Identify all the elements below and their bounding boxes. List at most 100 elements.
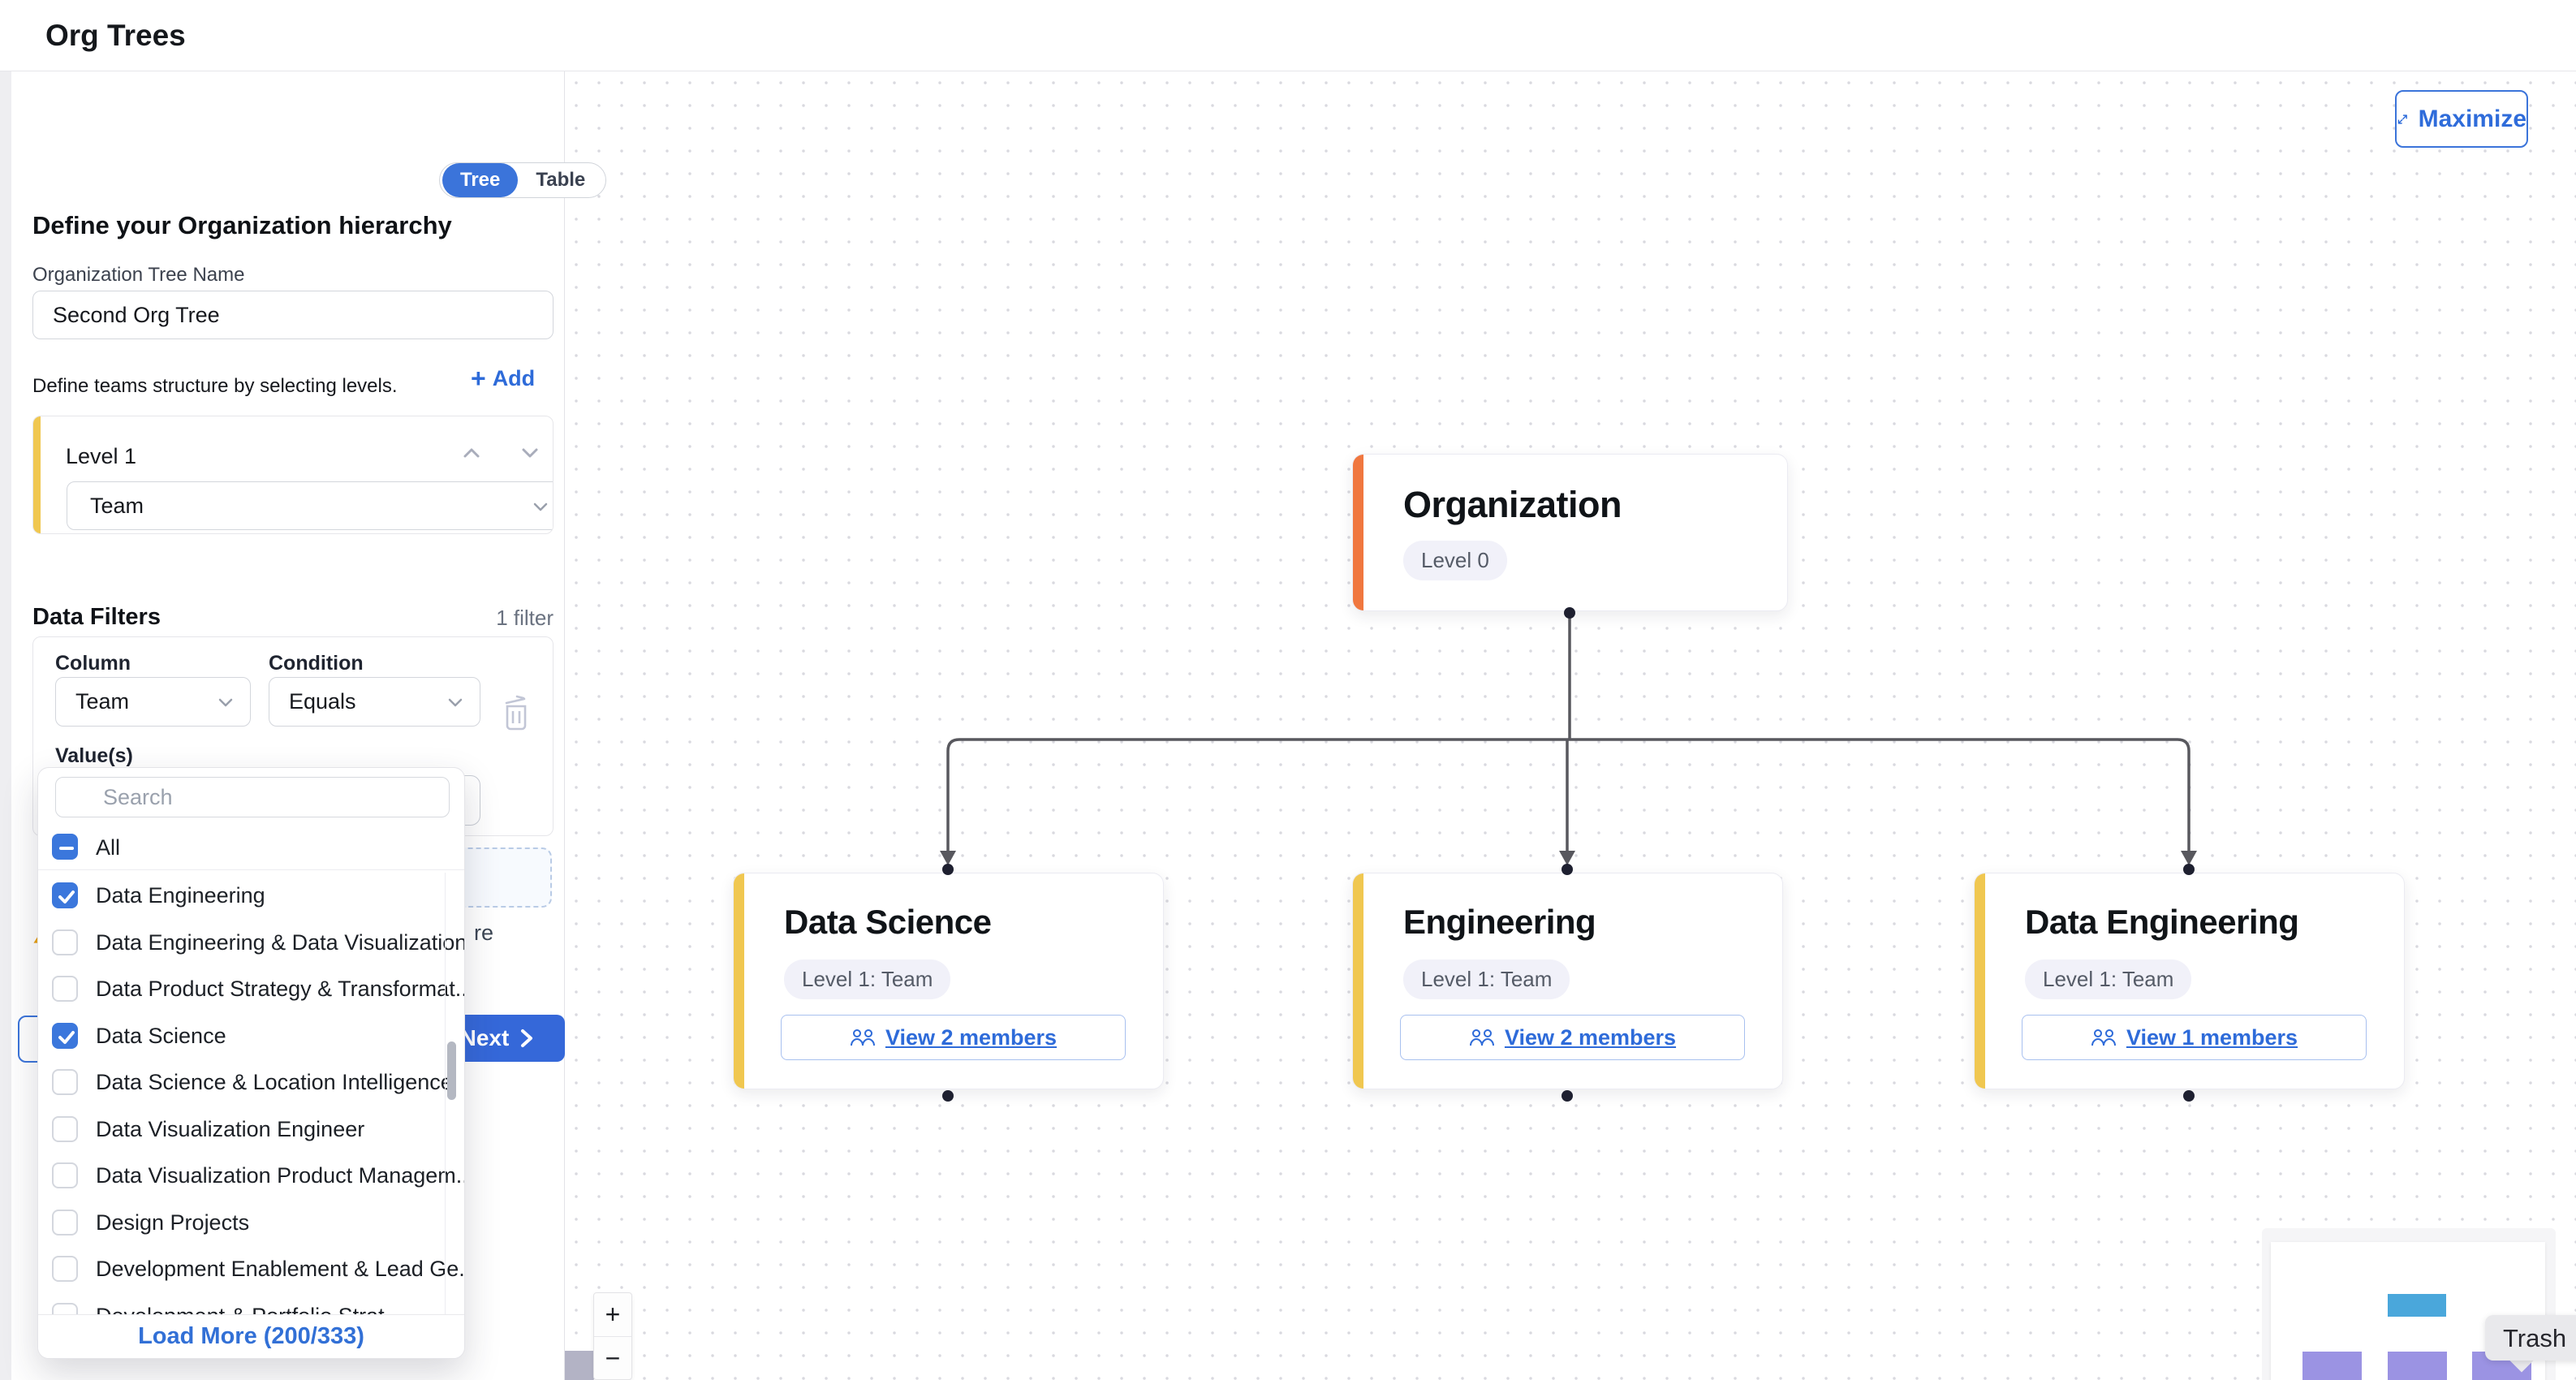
next-label: Next (459, 1025, 510, 1050)
data-filters-header: Data Filters 1 filter (32, 604, 554, 631)
list-item[interactable]: Data Engineering (38, 873, 464, 920)
members-icon (1469, 1029, 1494, 1046)
checkbox[interactable] (52, 1256, 78, 1282)
node-title: Organization (1403, 484, 1622, 525)
search-input[interactable] (55, 777, 450, 817)
checkbox[interactable] (52, 1162, 78, 1188)
view-members-label: View 2 members (1504, 1024, 1677, 1050)
chevron-down-icon (216, 692, 235, 716)
node-title: Data Engineering (2025, 903, 2299, 941)
options-list: Data Engineering Data Engineering & Data… (38, 873, 464, 1316)
node-level-badge: Level 1: Team (1403, 960, 1570, 999)
trash-tooltip: Trash (2485, 1315, 2576, 1361)
filter-count-badge: 1 filter (496, 606, 554, 630)
page-title: Org Trees (45, 19, 186, 52)
values-dropdown: All Data Engineering Data Engineering & … (37, 767, 465, 1359)
values-label: Value(s) (55, 744, 133, 767)
node-level-badge: Level 1: Team (784, 960, 951, 999)
maximize-button[interactable]: Maximize (2395, 90, 2528, 148)
chevron-up-icon (463, 448, 480, 457)
node-accent-bar (1975, 873, 1985, 1089)
node-accent-bar (734, 873, 744, 1089)
scrollbar-track (445, 873, 446, 1316)
load-more-button[interactable]: Load More (200/333) (138, 1323, 364, 1349)
level-label: Level 1 (66, 444, 137, 468)
checkbox[interactable] (52, 929, 78, 955)
condition-label: Condition (269, 652, 364, 675)
level-type-value: Team (90, 494, 144, 518)
minimap-node (2302, 1352, 2362, 1380)
chevron-down-icon (522, 448, 538, 457)
org-node-engineering[interactable]: Engineering Level 1: Team View 2 members (1352, 873, 1783, 1089)
list-item[interactable]: Data Engineering & Data Visualization (38, 920, 464, 967)
expand-icon (2397, 114, 2407, 124)
zoom-in-button[interactable]: + (594, 1293, 631, 1336)
divider (38, 869, 464, 870)
checkbox[interactable] (52, 1209, 78, 1236)
node-title: Data Science (784, 903, 992, 941)
list-item[interactable]: Development Enablement & Lead Ge... (38, 1246, 464, 1293)
chevron-down-icon (446, 692, 465, 716)
scrollbar-thumb[interactable] (447, 1041, 456, 1100)
move-level-down-button[interactable] (514, 438, 546, 470)
node-accent-bar (1353, 873, 1363, 1089)
checkbox[interactable] (52, 1022, 78, 1049)
minimap-node (2388, 1352, 2447, 1380)
toggle-tree[interactable]: Tree (442, 163, 519, 197)
tree-name-label: Organization Tree Name (32, 264, 245, 286)
view-members-label: View 2 members (885, 1024, 1058, 1050)
checkbox[interactable] (52, 976, 78, 1002)
list-item-partial[interactable]: Development & Portfolio Strat... (38, 1293, 464, 1316)
view-members-button[interactable]: View 2 members (781, 1015, 1126, 1060)
maximize-label: Maximize (2418, 105, 2526, 132)
list-item[interactable]: Data Visualization Product Managem... (38, 1153, 464, 1200)
app-header: Org Trees (0, 0, 2576, 71)
checkbox[interactable] (52, 1115, 78, 1142)
view-members-label: View 1 members (2126, 1024, 2298, 1050)
org-node-root[interactable]: Organization Level 0 (1352, 454, 1788, 611)
list-item[interactable]: Data Visualization Engineer (38, 1106, 464, 1154)
tree-name-input[interactable] (32, 291, 554, 339)
add-level-label: Add (492, 365, 536, 390)
move-level-up-button[interactable] (455, 438, 488, 470)
list-item[interactable]: Data Product Strategy & Transformat... (38, 966, 464, 1013)
level-accent-bar (33, 416, 41, 533)
checkbox[interactable] (52, 1069, 78, 1095)
org-tree-canvas[interactable]: Maximize Organization Level 0 Data Scien… (565, 71, 2576, 1380)
column-label: Column (55, 652, 131, 675)
select-all-label: All (96, 835, 121, 860)
hidden-text-fragment: re (474, 921, 494, 945)
select-all-checkbox[interactable] (52, 834, 78, 860)
org-node-data-science[interactable]: Data Science Level 1: Team View 2 member… (733, 873, 1164, 1089)
list-item[interactable]: Data Science (38, 1013, 464, 1060)
zoom-out-button[interactable]: − (594, 1336, 631, 1379)
org-node-data-engineering[interactable]: Data Engineering Level 1: Team View 1 me… (1974, 873, 2405, 1089)
trash-icon (505, 695, 527, 730)
column-value: Team (75, 689, 130, 714)
zoom-controls: + − (593, 1292, 632, 1380)
delete-filter-button[interactable] (498, 692, 535, 735)
levels-hint: Define teams structure by selecting leve… (32, 375, 398, 397)
node-title: Engineering (1403, 903, 1596, 941)
level-card: Level 1 Team (32, 416, 554, 534)
condition-value: Equals (289, 689, 356, 714)
dropdown-footer: Load More (200/333) (38, 1314, 464, 1358)
add-level-button[interactable]: + Add (471, 365, 535, 391)
view-members-button[interactable]: View 1 members (2022, 1015, 2367, 1060)
toggle-table[interactable]: Table (518, 163, 603, 197)
list-item[interactable]: Design Projects (38, 1200, 464, 1247)
plus-icon: + (471, 364, 486, 393)
members-icon (850, 1029, 875, 1046)
condition-select[interactable]: Equals (269, 677, 480, 727)
level-type-select[interactable]: Team (67, 481, 553, 530)
node-level-badge: Level 0 (1403, 541, 1507, 580)
data-filters-title: Data Filters (32, 604, 161, 630)
view-members-button[interactable]: View 2 members (1400, 1015, 1745, 1060)
checkbox[interactable] (52, 1302, 78, 1316)
column-select[interactable]: Team (55, 677, 251, 727)
select-all-row[interactable]: All (38, 834, 464, 869)
tree-table-toggle: Tree Table (439, 162, 607, 198)
members-icon (2091, 1029, 2116, 1046)
list-item[interactable]: Data Science & Location Intelligence (38, 1059, 464, 1106)
checkbox[interactable] (52, 882, 78, 908)
